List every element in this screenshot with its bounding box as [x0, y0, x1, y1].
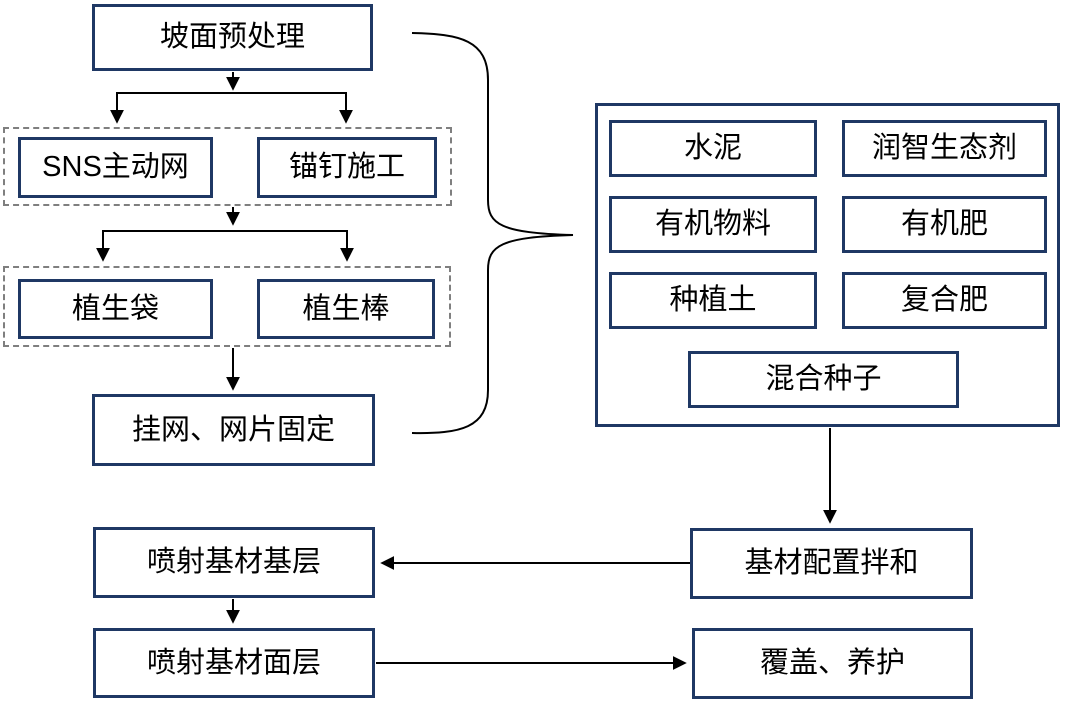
node-slope-pretreatment: 坡面预处理	[92, 4, 373, 71]
node-runzhi-eco-agent: 润智生态剂	[842, 120, 1047, 177]
node-spray-substrate-surface-layer: 喷射基材面层	[93, 628, 375, 698]
node-organic-fertilizer: 有机肥	[842, 196, 1047, 253]
node-cement: 水泥	[609, 120, 817, 177]
node-vegetation-bag: 植生袋	[18, 279, 213, 339]
node-cover-maintenance: 覆盖、养护	[692, 628, 973, 699]
node-mixed-seeds: 混合种子	[688, 351, 959, 408]
node-organic-material: 有机物料	[609, 196, 817, 253]
node-net-hanging-fixing: 挂网、网片固定	[92, 394, 375, 466]
curly-brace	[411, 32, 574, 435]
node-spray-substrate-base-layer: 喷射基材基层	[93, 527, 375, 598]
node-compound-fertilizer: 复合肥	[842, 272, 1047, 329]
node-sns-active-net: SNS主动网	[18, 137, 213, 198]
node-planting-soil: 种植土	[609, 272, 817, 329]
node-substrate-mixing: 基材配置拌和	[690, 528, 973, 599]
node-vegetation-rod: 植生棒	[257, 279, 435, 339]
node-anchor-nail-construction: 锚钉施工	[257, 137, 437, 198]
